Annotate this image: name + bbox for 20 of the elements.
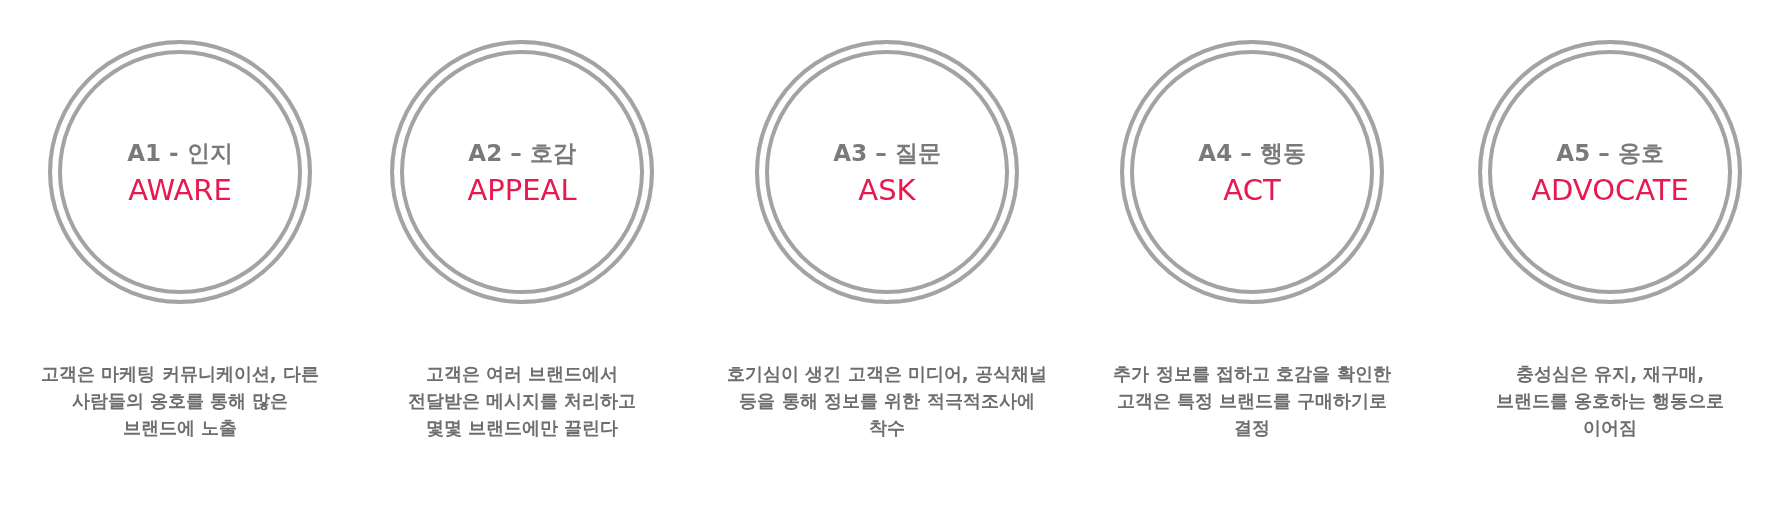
stage-name: ADVOCATE (1531, 172, 1689, 207)
stage-description: 고객은 여러 브랜드에서 전달받은 메시지를 처리하고 몇몇 브랜드에만 끌린다 (406, 362, 638, 440)
stage-description: 고객은 마케팅 커뮤니케이션, 다른 사람들의 옹호를 통해 많은 브랜드에 노출 (40, 362, 320, 440)
stage-name: ACT (1223, 172, 1281, 207)
stage-name: APPEAL (467, 172, 577, 207)
stage-description: 추가 정보를 접하고 호감을 확인한 고객은 특정 브랜드를 구매하기로 결정 (1112, 362, 1392, 440)
step-title: A5 – 옹호 (1556, 138, 1664, 168)
step-title: A1 - 인지 (127, 138, 233, 168)
double-ring-circle (1120, 40, 1384, 304)
stage-name: AWARE (128, 172, 232, 207)
double-ring-circle (48, 40, 312, 304)
stage-description: 호기심이 생긴 고객은 미디어, 공식채널 등을 통해 정보를 위한 적극적조사에 착수 (727, 362, 1047, 440)
stage-description: 충성심은 유지, 재구매, 브랜드를 옹호하는 행동으로 이어짐 (1494, 362, 1726, 440)
double-ring-circle (755, 40, 1019, 304)
stage-name: ASK (858, 172, 916, 207)
step-title: A3 – 질문 (833, 138, 941, 168)
step-title: A2 – 호감 (468, 138, 576, 168)
double-ring-circle (390, 40, 654, 304)
step-title: A4 – 행동 (1198, 138, 1306, 168)
double-ring-circle (1478, 40, 1742, 304)
